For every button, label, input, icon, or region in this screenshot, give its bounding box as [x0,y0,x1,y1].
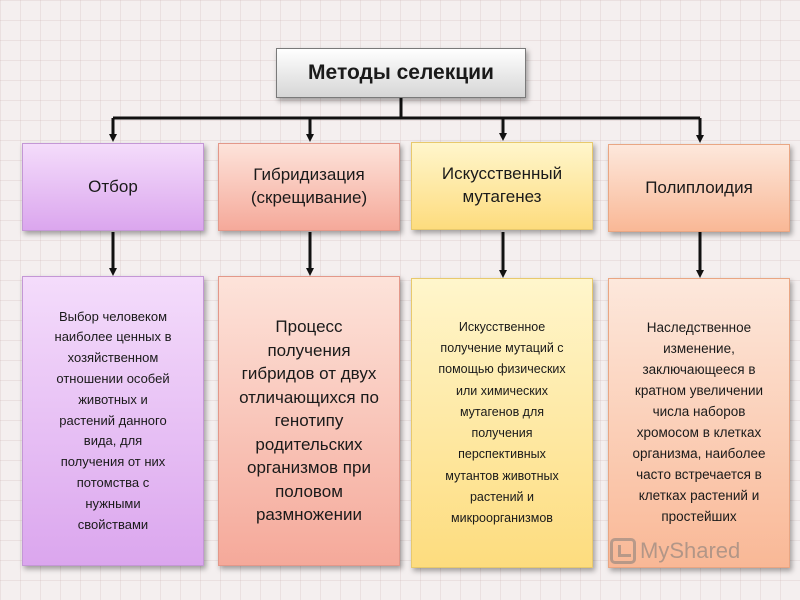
description-mutagenez: Искусственное получение мутаций с помощь… [411,278,593,568]
method-poliploidiya: Полиплоидия [608,144,790,232]
method-mutagenez: Искусственный мутагенез [411,142,593,230]
method-otbor: Отбор [22,143,204,231]
description-poliploidiya: Наследственное изменение, заключающееся … [608,278,790,568]
chart-icon [610,538,636,564]
method-gibridizaciya: Гибридизация (скрещивание) [218,143,400,231]
diagram-title: Методы селекции [276,48,526,98]
description-gibridizaciya: Процесс получения гибридов от двух отлич… [218,276,400,566]
watermark-text: MyShared [640,538,741,563]
watermark: MyShared [610,538,740,564]
description-otbor: Выбор человеком наиболее ценных в хозяйс… [22,276,204,566]
